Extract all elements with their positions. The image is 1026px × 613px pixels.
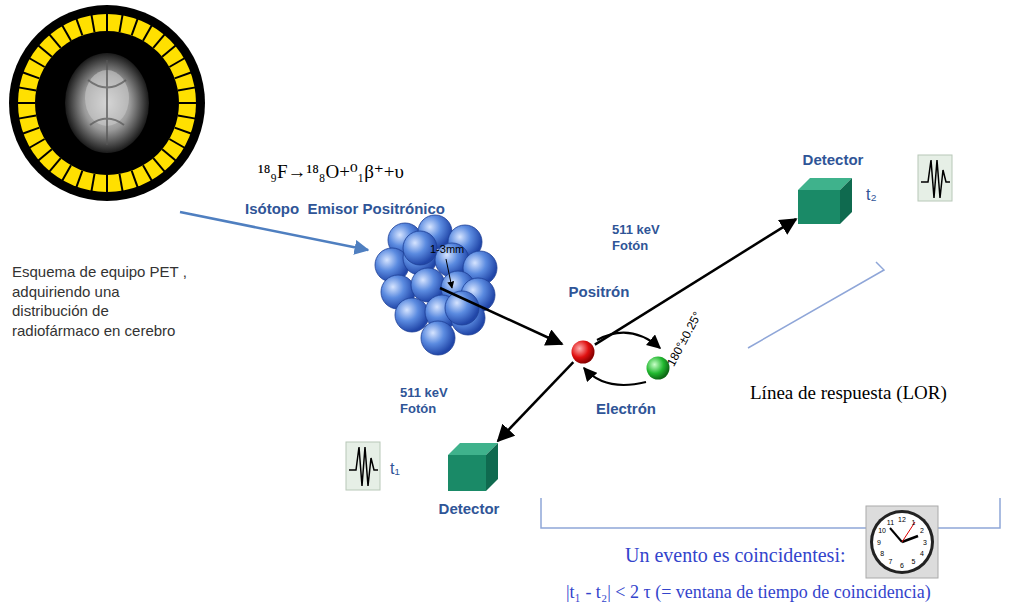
nucleon: [421, 321, 455, 355]
clock-number: 5: [912, 558, 916, 565]
detector-segment: [178, 116, 196, 119]
text-label: |t₁ - t₂| < 2 τ (= ventana de tiempo de …: [566, 582, 931, 603]
detector-segment: [162, 149, 176, 161]
photon-arrow: [498, 362, 573, 441]
detector-segment: [62, 25, 71, 41]
particle-sphere: Electrón: [646, 356, 670, 380]
particle-sphere: Positrón: [571, 340, 595, 364]
detector-segment: [153, 34, 165, 48]
text-label: 180°±0.25°: [664, 309, 704, 368]
pet-ring: [9, 5, 205, 201]
clock-icon: [866, 506, 938, 578]
positron-path: [440, 288, 562, 344]
clock-number: 7: [889, 558, 893, 565]
clock-number: 3: [923, 539, 927, 546]
text-label: t₁: [390, 460, 400, 478]
detector-segment: [175, 72, 192, 78]
annihilation-arrow: [584, 368, 646, 385]
detector-segment: [106, 175, 108, 193]
detector-label: Detector: [439, 500, 500, 517]
detector-segment: [18, 116, 36, 119]
detector-segment: [38, 149, 52, 161]
nucleus: [375, 215, 497, 355]
detector-segment: [49, 34, 61, 48]
brain-image: [65, 53, 149, 153]
clock-number: 10: [878, 527, 886, 534]
annihilation-arrow: [597, 333, 660, 348]
cube-shape: [798, 178, 852, 224]
detector-segment: [49, 158, 61, 172]
detector-segment: [22, 72, 39, 78]
detector-segment: [38, 45, 52, 57]
detector-segment: [162, 45, 176, 57]
detector-segment: [120, 174, 123, 192]
particle-label: Positrón: [569, 283, 630, 300]
sphere-shape: [646, 356, 670, 380]
detector-segment: [120, 14, 123, 32]
clock-number: 2: [920, 527, 924, 534]
detector-segment: [178, 87, 196, 90]
detector-segment: [169, 139, 185, 148]
detector-segment: [18, 87, 36, 90]
detector-segment: [179, 102, 197, 104]
clock-number: 9: [877, 539, 881, 546]
text-label: t₂: [866, 186, 877, 204]
detector-label: Detector: [803, 151, 864, 168]
text-label: 1-3mm: [430, 243, 464, 255]
clock-number: 11: [887, 519, 894, 526]
detector-segment: [76, 18, 82, 35]
detector-segment: [169, 58, 185, 67]
lor-bracket: [748, 262, 884, 348]
text-label: Línea de respuesta (LOR): [750, 382, 947, 404]
clock-number: 6: [900, 562, 904, 569]
cube-shape: [448, 443, 498, 491]
signal-waveform: [346, 442, 380, 490]
detector-segment: [132, 171, 138, 188]
clock-number: 4: [920, 550, 924, 557]
detector-segment: [143, 165, 152, 181]
detector-cube: Detector: [448, 443, 498, 491]
detector-segment: [22, 128, 39, 134]
detector-segment: [106, 13, 108, 31]
nucleon: [445, 291, 479, 325]
cube-front: [798, 190, 840, 224]
text-label: Un evento es coincidentesi:: [625, 544, 846, 567]
cube-side: [840, 178, 852, 224]
text-label: 511 keV Fotón: [612, 222, 664, 255]
detector-segment: [29, 139, 45, 148]
cube-side: [486, 443, 498, 491]
nucleon: [395, 298, 429, 332]
text-label: Isótopo Emisor Positrónico: [245, 200, 445, 217]
signal-waveform: [918, 155, 952, 201]
detector-segment: [62, 165, 71, 181]
particle-label: Electrón: [596, 400, 656, 417]
pointer-arrow: [180, 212, 368, 250]
detector-segment: [132, 18, 138, 35]
range-pointer: [446, 259, 452, 288]
text-label: 511 keV Fotón: [400, 385, 452, 418]
detector-segment: [91, 14, 94, 32]
text-label: Esquema de equipo PET , adquiriendo una …: [12, 262, 197, 340]
text-label: ¹⁸₉F→¹⁸₈O+⁰₁β⁺+υ: [258, 160, 404, 183]
clock-number: 8: [880, 550, 884, 557]
detector-segment: [153, 158, 165, 172]
detector-segment: [91, 174, 94, 192]
detector-segment: [17, 102, 35, 104]
detector-segment: [76, 171, 82, 188]
detector-segment: [143, 25, 152, 41]
detector-segment: [29, 58, 45, 67]
sphere-shape: [571, 340, 595, 364]
sphere-body: [647, 357, 670, 380]
detector-cube: Detector: [798, 178, 852, 224]
clock-number: 12: [898, 516, 906, 523]
sphere-body: [572, 341, 595, 364]
clock-number: 1: [912, 519, 916, 526]
cube-front: [448, 455, 486, 491]
detector-segment: [175, 128, 192, 134]
